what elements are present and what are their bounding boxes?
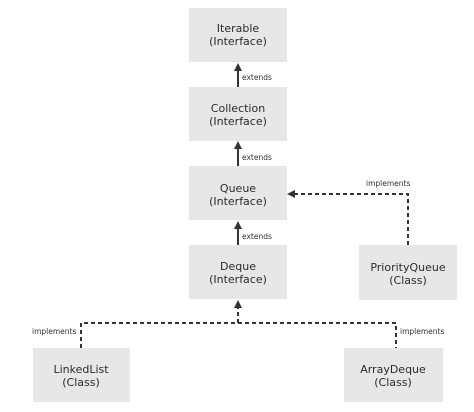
node-iterable-name: Iterable <box>217 22 260 35</box>
edge-label-implements-2: implements <box>32 327 76 336</box>
node-linked-list: LinkedList (Class) <box>33 348 130 402</box>
node-iterable: Iterable (Interface) <box>189 8 287 62</box>
edge-label-extends-1: extends <box>242 73 272 82</box>
node-array-deque: ArrayDeque (Class) <box>344 348 443 402</box>
arrowhead-queue-side <box>287 190 295 198</box>
edge-label-extends-3: extends <box>242 232 272 241</box>
node-priority-queue-kind: (Class) <box>389 274 427 287</box>
edge-label-extends-2: extends <box>242 153 272 162</box>
node-queue-kind: (Interface) <box>209 195 267 208</box>
node-collection-kind: (Interface) <box>209 115 267 128</box>
node-linked-list-kind: (Class) <box>62 376 100 389</box>
arrowhead-queue <box>234 221 242 229</box>
node-deque-kind: (Interface) <box>209 273 267 286</box>
node-queue: Queue (Interface) <box>189 166 287 220</box>
edge-queue-extends-collection: extends <box>234 141 272 166</box>
edge-collection-extends-iterable: extends <box>234 63 272 87</box>
node-collection-name: Collection <box>211 102 265 115</box>
node-linked-list-name: LinkedList <box>53 363 109 376</box>
edge-label-implements-3: implements <box>400 327 444 336</box>
node-priority-queue: PriorityQueue (Class) <box>359 245 457 300</box>
arrowhead-iterable <box>234 63 242 71</box>
edge-label-implements-1: implements <box>366 179 410 188</box>
node-queue-name: Queue <box>220 182 256 195</box>
arrowhead-collection <box>234 141 242 149</box>
edge-classes-implement-deque: implements implements <box>32 300 444 348</box>
edge-deque-extends-queue: extends <box>234 221 272 245</box>
node-deque: Deque (Interface) <box>189 245 287 299</box>
node-deque-name: Deque <box>220 260 256 273</box>
arrowhead-deque <box>234 300 242 308</box>
node-collection: Collection (Interface) <box>189 87 287 141</box>
node-priority-queue-name: PriorityQueue <box>370 261 446 274</box>
node-array-deque-kind: (Class) <box>374 376 412 389</box>
node-iterable-kind: (Interface) <box>209 35 267 48</box>
node-array-deque-name: ArrayDeque <box>360 363 426 376</box>
edge-priorityqueue-implements-queue: implements <box>287 179 410 245</box>
